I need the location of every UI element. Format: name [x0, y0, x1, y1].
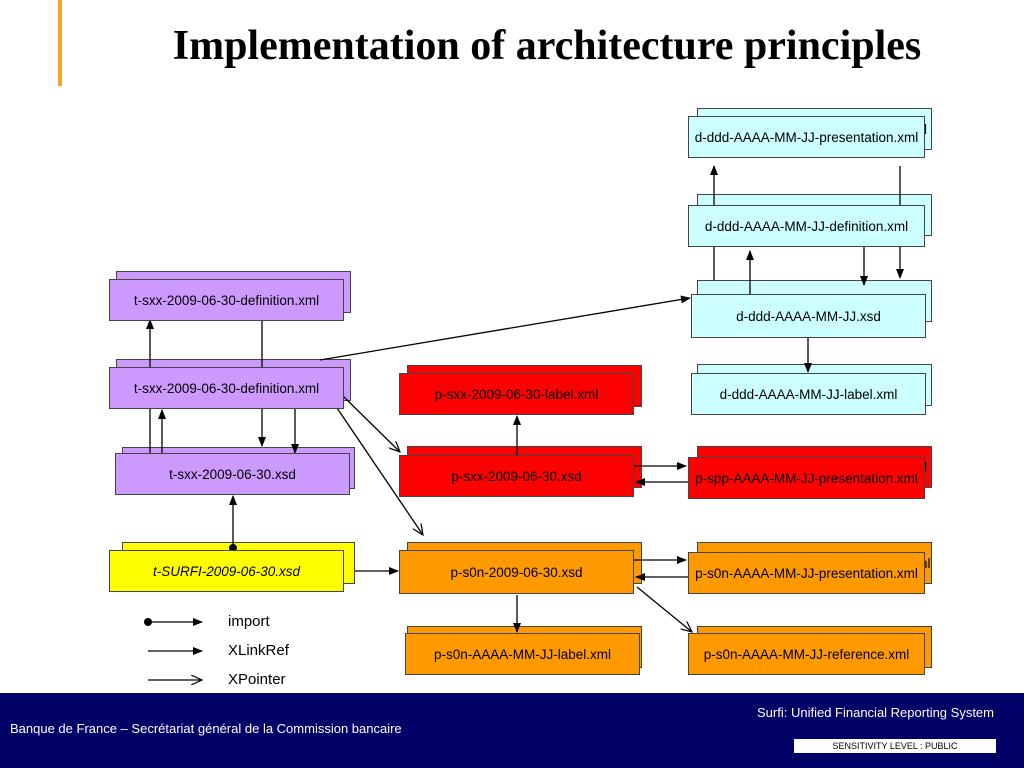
slide-title: Implementation of architecture principle…: [172, 23, 922, 69]
node-p-s0n-xsd: p-s0n-2009-06-30.xsd: [399, 550, 634, 594]
node-p-s0n-reference: p-s0n-AAAA-MM-JJ-reference.xml: [688, 633, 925, 675]
legend-import-label: import: [228, 613, 270, 630]
edge-ps0n-reference: [636, 586, 692, 632]
d-presentation-shadow-text: l: [924, 122, 927, 137]
node-d-definition: d-ddd-AAAA-MM-JJ-definition.xml: [688, 205, 925, 247]
node-t-def-mid: t-sxx-2009-06-30-definition.xml: [109, 367, 344, 409]
edge-tdefmid-pxsd: [342, 395, 400, 452]
node-t-def-top: t-sxx-2009-06-30-definition.xml: [109, 279, 344, 321]
node-p-xsd: p-sxx-2009-06-30.xsd: [399, 455, 634, 497]
footer-system-name: Surfi: Unified Financial Reporting Syste…: [757, 705, 994, 720]
edge-tdefmid-ps0nxsd: [334, 404, 423, 535]
node-t-surfi: t-SURFI-2009-06-30.xsd: [109, 550, 344, 592]
footer-organization: Banque de France – Secrétariat général d…: [10, 721, 402, 736]
node-p-label: p-sxx-2009-06-30-label.xml: [399, 373, 634, 415]
node-p-s0n-presentation: p-s0n-AAAA-MM-JJ-presentation.xml: [688, 552, 925, 594]
p-spp-shadow-text: l: [924, 460, 927, 475]
node-d-xsd: d-ddd-AAAA-MM-JJ.xsd: [691, 294, 926, 338]
title-accent-bar: [58, 0, 62, 86]
node-p-s0n-label: p-s0n-AAAA-MM-JJ-label.xml: [405, 633, 640, 675]
node-t-xsd: t-sxx-2009-06-30.xsd: [115, 453, 350, 495]
node-d-label: d-ddd-AAAA-MM-JJ-label.xml: [691, 373, 926, 415]
node-d-presentation: d-ddd-AAAA-MM-JJ-presentation.xml: [688, 116, 925, 158]
footer-bar: Banque de France – Secrétariat général d…: [0, 693, 1024, 768]
legend-xpointer-label: XPointer: [228, 671, 286, 688]
p-s0n-presentation-shadow-text: nl: [920, 556, 931, 571]
legend-import-dot: [144, 618, 152, 626]
sensitivity-badge: SENSITIVITY LEVEL : PUBLIC: [794, 739, 996, 753]
node-p-spp-presentation: p-spp-AAAA-MM-JJ-presentation.xml: [688, 457, 925, 499]
legend-xlinkref-label: XLinkRef: [228, 642, 289, 659]
edge-tdefmid-dxsd: [319, 295, 691, 361]
